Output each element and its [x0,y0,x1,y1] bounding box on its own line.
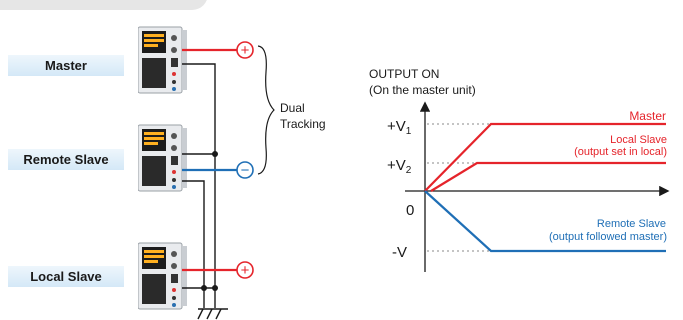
plus-sign: + [241,42,250,59]
master-curve-label: Master [629,109,666,123]
dual-tracking-brace [257,45,275,175]
minus-sign: − [241,162,250,179]
remote-slave-power-supply-icon [138,124,187,192]
remote-slave-label: Remote Slave [8,149,124,170]
zero-label: 0 [406,202,414,219]
remote-slave-curve [424,190,666,253]
minus-terminal-icon: − [236,161,254,179]
master-negative-wire [182,63,216,154]
local-slave-curve-label: Local Slave [610,134,667,146]
minus-v-label: -V [392,244,407,261]
tracking-label: Tracking [280,117,326,131]
junction-dot [212,151,218,157]
ground-icon [197,308,228,320]
v2-label: +V2 [387,157,412,176]
dual-label: Dual [280,101,305,115]
master-label: Master [8,55,124,76]
local-slave-curve [430,161,666,192]
remote-slave-curve-label: Remote Slave [597,218,666,230]
section-tab-header [0,0,208,10]
plus-terminal-icon: + [236,261,254,279]
master-power-supply-icon [138,26,187,94]
local-slave-power-supply-icon [138,242,187,310]
v1-label: +V1 [387,118,412,137]
local-slave-curve-note: (output set in local) [574,146,667,158]
remote-slave-curve-note: (output followed master) [549,231,667,243]
graph-title-line1: OUTPUT ON [369,67,439,81]
junction-dot [212,285,218,291]
plus-sign: + [241,262,250,279]
plus-terminal-icon: + [236,41,254,59]
graph-title-line2: (On the master unit) [369,83,476,97]
junction-dot [201,285,207,291]
remote-return-wire [182,180,205,288]
master-curve [424,122,666,192]
local-slave-label: Local Slave [8,266,124,287]
